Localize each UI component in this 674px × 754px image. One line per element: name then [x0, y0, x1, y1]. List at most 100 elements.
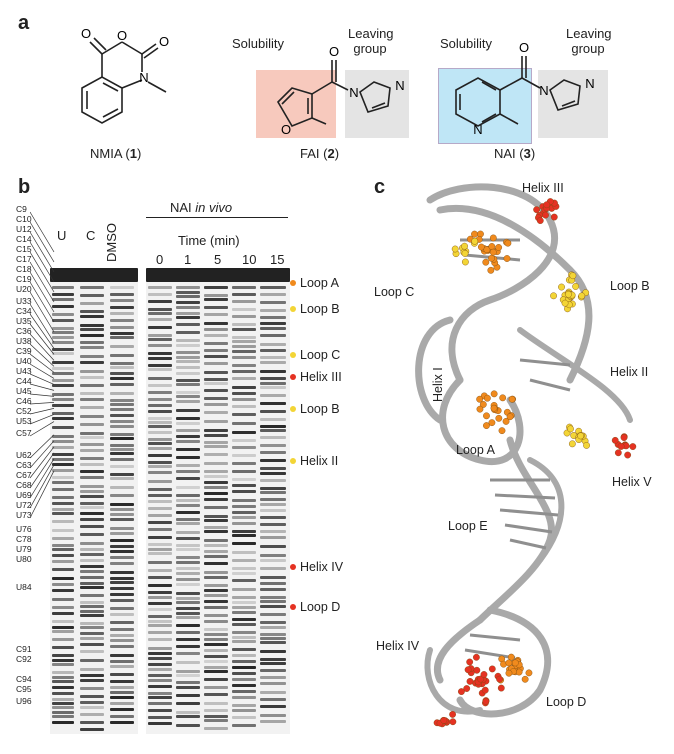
- gel-band: [176, 371, 200, 375]
- gel-band: [148, 624, 172, 628]
- gel-band: [232, 678, 256, 681]
- gel-band: [176, 440, 200, 444]
- gel-band: [260, 370, 286, 374]
- residue-label: C18: [16, 264, 32, 274]
- gel-band: [148, 716, 172, 720]
- gel-band: [204, 411, 228, 415]
- gel-band: [80, 720, 104, 724]
- gel-band: [232, 405, 256, 409]
- gel-band: [260, 657, 286, 661]
- gel-band: [110, 399, 134, 403]
- nucleotide-atom: [620, 434, 628, 441]
- gel-band: [52, 371, 74, 375]
- residue-label: C94: [16, 674, 32, 684]
- gel-band: [232, 571, 256, 575]
- gel-band: [148, 453, 172, 457]
- nucleotide-atom: [499, 394, 507, 402]
- gel-band: [176, 612, 200, 616]
- gel-band: [110, 353, 134, 357]
- nucleotide-atom: [498, 427, 506, 435]
- gel-band: [148, 368, 172, 372]
- nucleotide-atom: [471, 230, 478, 238]
- residue-label: C9: [16, 204, 27, 214]
- nucleotide-atom: [505, 659, 513, 667]
- nucleotide-atom: [533, 206, 541, 214]
- gel-band: [176, 378, 200, 382]
- gel-band: [80, 679, 104, 682]
- gel-band: [110, 527, 134, 531]
- panel-c-letter: c: [374, 176, 386, 198]
- nucleotide-atom: [611, 436, 619, 444]
- gel-band: [148, 390, 172, 394]
- gel-band: [80, 610, 104, 614]
- gel-band: [110, 598, 134, 602]
- gel-band: [110, 690, 134, 694]
- gel-band: [260, 417, 286, 421]
- gel-band: [232, 477, 256, 481]
- gel-band: [204, 726, 228, 730]
- gel-band: [204, 334, 228, 338]
- gel-band: [80, 701, 104, 705]
- leader-line: [30, 211, 55, 253]
- gel-band: [148, 543, 172, 547]
- gel-band: [260, 381, 286, 385]
- nucleotide-atom: [483, 412, 490, 420]
- gel-band: [80, 605, 104, 609]
- gel-band: [80, 501, 104, 505]
- nucleotide-atom: [629, 443, 637, 450]
- gel-band: [52, 304, 74, 308]
- gel-band: [232, 386, 256, 390]
- nucleotide-atom: [487, 266, 495, 274]
- nucleotide-atom: [617, 443, 625, 450]
- label-loop-d: Loop D: [546, 695, 586, 709]
- gel-band: [148, 568, 172, 572]
- marker-label: Loop B: [300, 302, 340, 316]
- gel-band: [176, 616, 200, 620]
- nai-solubility-label: Solubility: [440, 36, 493, 51]
- gel-band: [260, 478, 286, 482]
- label-helix-ii: Helix II: [610, 365, 648, 379]
- leader-line: [30, 323, 55, 355]
- nai-n1: N: [539, 83, 548, 98]
- gel-band: [52, 625, 74, 629]
- gel-band: [232, 286, 256, 289]
- nucleotide-atom: [482, 697, 490, 705]
- residue-label: U53: [16, 416, 32, 426]
- gel-band: [176, 408, 200, 412]
- gel-band: [204, 389, 228, 393]
- gel-band: [110, 408, 134, 412]
- gel-band: [260, 575, 286, 579]
- gel-band: [52, 679, 74, 683]
- leader-line: [30, 402, 55, 405]
- gel-band: [52, 675, 74, 679]
- gel-band: [176, 638, 200, 642]
- gel-band: [176, 511, 200, 515]
- nucleotide-atom: [480, 671, 488, 678]
- gel-band: [52, 384, 74, 388]
- nucleotide-atom: [488, 665, 496, 673]
- gel-band: [176, 631, 200, 635]
- nucleotide-atom: [561, 299, 569, 307]
- gel-band: [52, 319, 74, 322]
- gel-band: [176, 543, 200, 547]
- marker-dot: [290, 604, 296, 610]
- gel-band: [232, 483, 256, 487]
- gel-band: [80, 414, 104, 418]
- nucleotide-atom: [525, 669, 533, 677]
- gel-band: [260, 720, 286, 723]
- gel-band: [204, 433, 228, 437]
- gel-band: [110, 544, 134, 548]
- gel-band: [232, 522, 256, 526]
- nucleotide-atom: [495, 414, 503, 422]
- gel-band: [204, 632, 228, 636]
- gel-band: [260, 301, 286, 305]
- residue-label: U96: [16, 696, 32, 706]
- gel-band: [80, 643, 104, 647]
- gel-band: [204, 293, 228, 297]
- gel-band: [176, 693, 200, 697]
- gel-band: [52, 710, 74, 714]
- gel-band: [260, 348, 286, 352]
- gel-band: [52, 336, 74, 340]
- gel-band: [52, 426, 74, 430]
